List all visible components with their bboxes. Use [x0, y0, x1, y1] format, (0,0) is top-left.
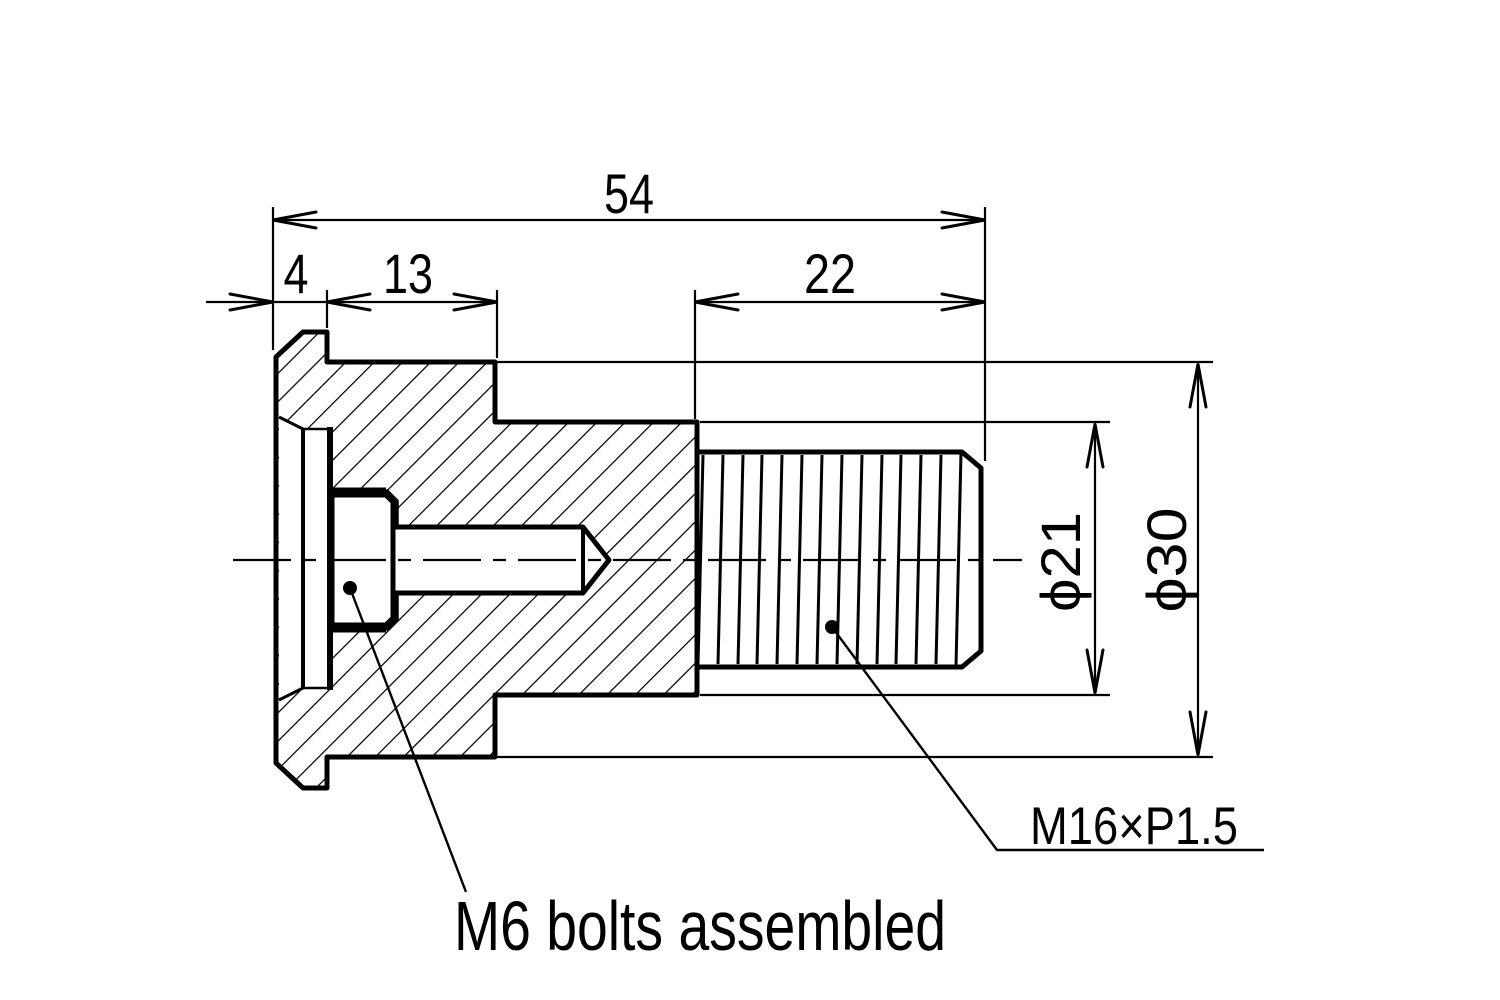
recess-chamfer-bottom: [278, 686, 304, 702]
counterbore-chamfer-bottom: [384, 593, 399, 632]
bolt-head: [329, 492, 396, 628]
recess-chamfer-top: [278, 415, 304, 431]
dim-arrow: [1085, 648, 1105, 694]
dim-arrow: [1188, 363, 1208, 409]
part-outline: [273, 329, 700, 791]
leader-line: [348, 587, 468, 893]
counterbore-chamfer-top: [384, 488, 399, 527]
dim-arrow: [272, 210, 318, 230]
dim-arrow: [1085, 423, 1105, 469]
dim-arrow: [1188, 710, 1208, 756]
bolt-counterbore: [330, 487, 399, 633]
extension-lines: [271, 207, 1213, 759]
thread-callout-label: M16×P1.5: [1030, 797, 1238, 856]
dim-arrow: [940, 210, 986, 230]
part-cross-section: [273, 329, 700, 791]
dim-arrow: [326, 292, 372, 312]
dimension-lines: [206, 218, 1200, 757]
dimension-arrows: [228, 210, 1208, 756]
leader-m16: [825, 620, 1264, 852]
m6-bolt: [329, 492, 612, 628]
dia-30-label: ϕ30: [1135, 508, 1198, 613]
dim-arrow: [228, 292, 274, 312]
dim-arrow: [940, 292, 986, 312]
dim-54-label: 54: [604, 162, 654, 225]
part-hatching: [276, 332, 697, 788]
bolt-shaft: [390, 524, 612, 596]
dia-21-label: ϕ21: [1029, 512, 1092, 612]
dim-13-label: 13: [383, 242, 433, 305]
bolt-note-label: M6 bolts assembled: [454, 887, 946, 965]
dim-22-label: 22: [804, 242, 856, 305]
leader-line: [831, 626, 1264, 852]
dim-4-label: 4: [284, 242, 309, 305]
dim-arrow: [452, 292, 498, 312]
dim-arrow: [694, 292, 740, 312]
leader-m6: [343, 581, 468, 893]
